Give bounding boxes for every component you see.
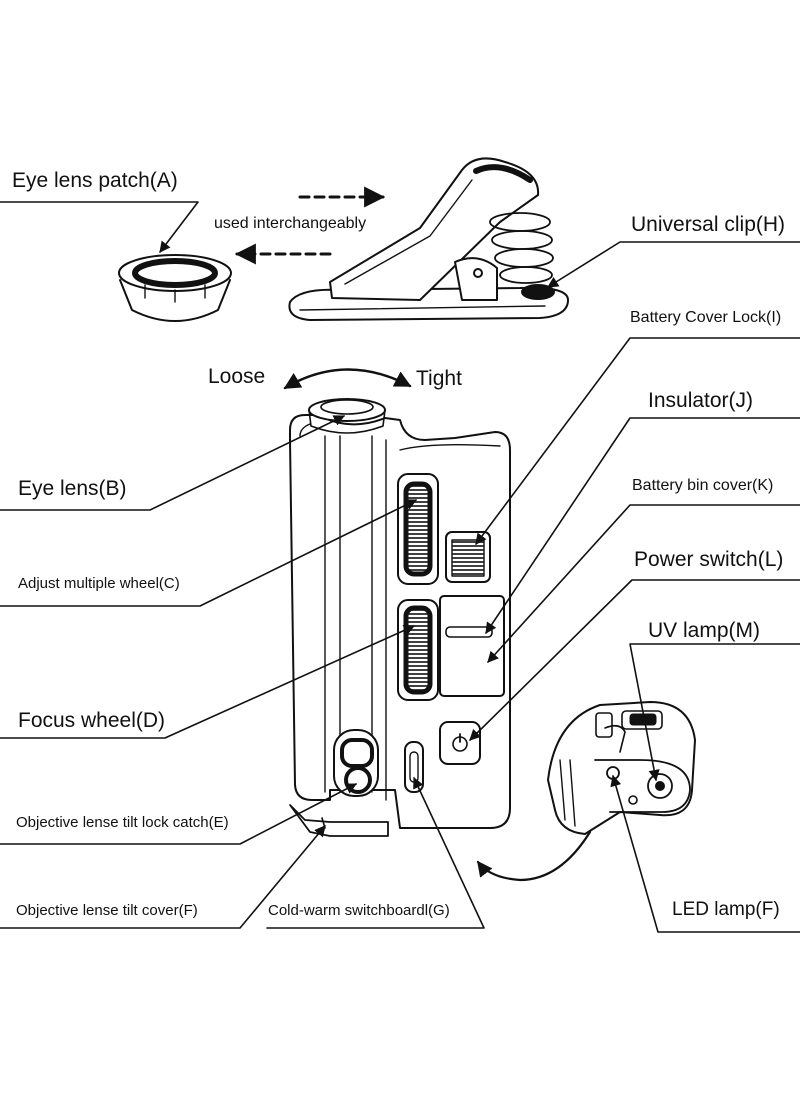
leader-cold-warm-switch: [266, 776, 485, 929]
label-universal-clip: Universal clip(H): [631, 213, 786, 236]
label-uv-lamp: UV lamp(M): [648, 619, 761, 642]
cold-warm-switch-part: [404, 741, 424, 793]
universal-clip-part: [288, 157, 569, 321]
leader-battery-bin-cover: [487, 504, 800, 663]
label-eye-lens: Eye lens(B): [18, 477, 127, 500]
label-power-switch: Power switch(L): [634, 548, 784, 571]
label-focus-wheel: Focus wheel(D): [18, 709, 166, 732]
battery-cover-lock-part: [445, 531, 491, 583]
leader-power-switch: [469, 579, 800, 741]
label-battery-bin-cover: Battery bin cover(K): [632, 477, 774, 494]
leader-battery-cover-lock: [475, 337, 800, 545]
interchange-arrows: [234, 186, 386, 265]
label-objective-tilt-cover: Objective lense tilt cover(F): [16, 902, 198, 919]
objective-tilt-lock-catch-part: [333, 729, 379, 797]
adjust-multiple-wheel-part: [397, 473, 439, 585]
leader-objective-tilt-lock-catch: [0, 783, 357, 845]
leader-uv-lamp: [629, 643, 800, 782]
label-eye-lens-patch: Eye lens patch(A): [12, 169, 178, 192]
leader-focus-wheel: [0, 625, 416, 739]
leader-insulator: [485, 417, 800, 634]
leader-universal-clip: [547, 241, 800, 288]
label-led-lamp: LED lamp(F): [672, 899, 780, 920]
leader-objective-tilt-cover: [0, 825, 326, 929]
leader-eye-lens-patch: [0, 201, 199, 253]
inset-curve-arrow: [476, 830, 592, 882]
label-used-interchangeably: used interchangeably: [214, 215, 367, 232]
label-tight: Tight: [416, 367, 462, 390]
eye-lens-patch-part: [118, 254, 232, 322]
focus-wheel-part: [397, 599, 439, 701]
battery-bin-cover-part: [439, 595, 505, 697]
rotation-arrow: [283, 368, 412, 390]
leader-adjust-multiple-wheel: [0, 499, 418, 607]
label-cold-warm-switch: Cold-warm switchboardl(G): [268, 902, 450, 919]
leader-led-lamp: [610, 774, 800, 933]
power-switch-part: [439, 721, 481, 765]
label-battery-cover-lock: Battery Cover Lock(I): [630, 309, 782, 326]
label-adjust-multiple-wheel: Adjust multiple wheel(C): [18, 575, 180, 592]
label-objective-tilt-lock-catch: Objective lense tilt lock catch(E): [16, 814, 229, 831]
label-insulator: Insulator(J): [648, 389, 754, 412]
lamp-inset: [547, 701, 696, 835]
label-loose: Loose: [208, 365, 266, 388]
leader-eye-lens: [0, 415, 346, 511]
leader-lines: [0, 337, 800, 933]
